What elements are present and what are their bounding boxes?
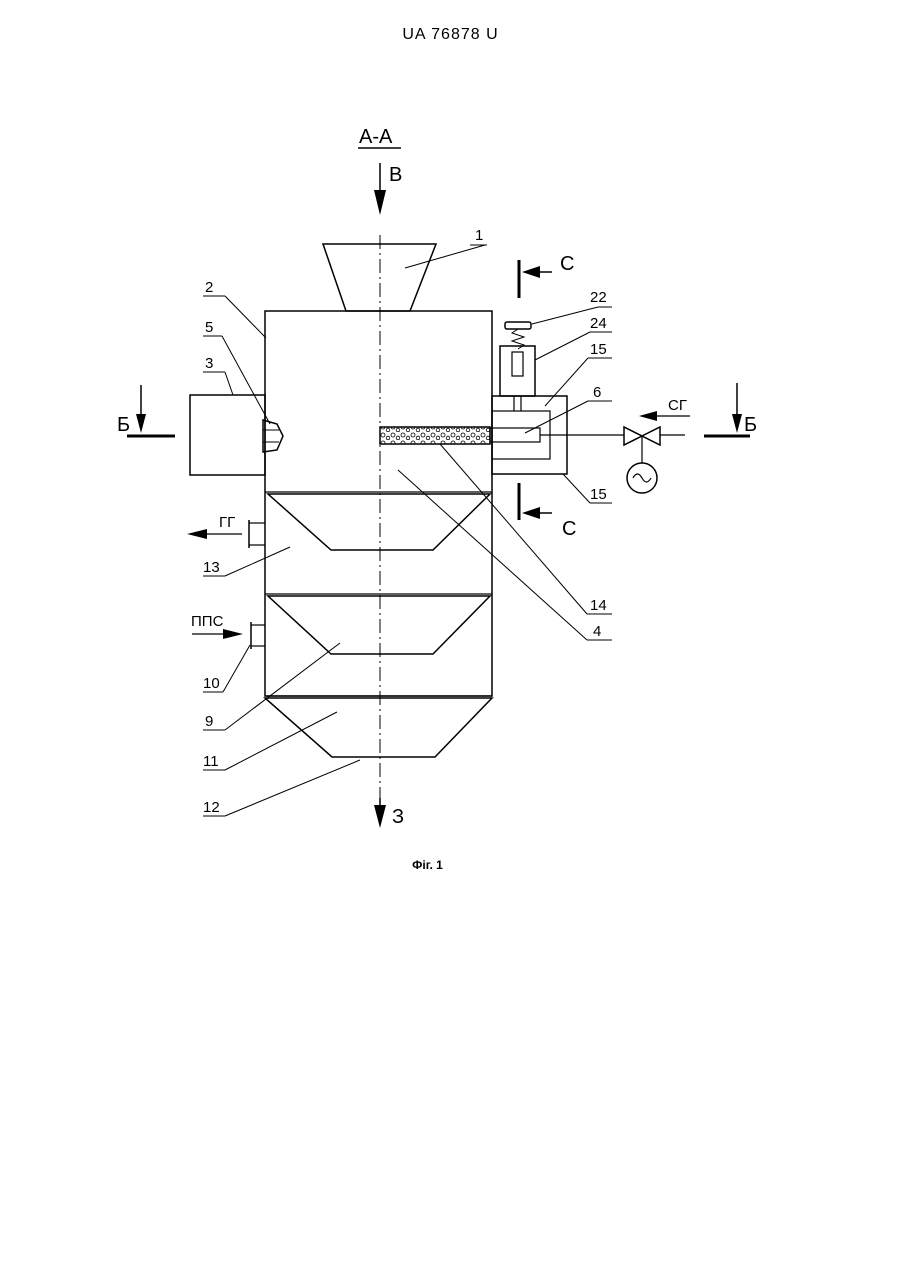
callout-3: 3 [205,355,213,372]
callout-13: 13 [203,559,220,576]
cone-chamber-9 [268,596,490,654]
inflow-arrow [374,163,386,215]
outflow-arrow [374,798,386,828]
callout-6: 6 [593,384,601,401]
gas-gg-label: ГГ [219,514,235,531]
callout-2: 2 [205,279,213,296]
callout-24: 24 [590,315,607,332]
section-c-bottom-label: С [562,518,576,540]
section-marker-c-bottom [519,483,552,520]
outflow-label: З [392,806,404,828]
section-b-left-label: Б [117,414,130,436]
callout-12: 12 [203,799,220,816]
section-marker-c-top [519,260,552,298]
gas-pps-label: ППС [191,613,224,630]
pellet-grate [380,427,490,444]
spring-housing [500,346,535,396]
callout-10: 10 [203,675,220,692]
gas-pps-arrow [192,629,243,639]
cone-chamber-13 [268,494,490,550]
section-title: А-А [359,126,393,148]
inflow-label: В [389,164,402,186]
callout-22: 22 [590,289,607,306]
pps-inlet-nozzle [251,622,265,649]
callout-15-bottom: 15 [590,486,607,503]
section-marker-b-left [127,385,175,436]
actuator-motor-icon [627,463,657,493]
adjust-cap [505,322,531,329]
gas-pipe [490,428,540,442]
figure-caption: Фіг. 1 [0,858,855,872]
gas-sg-label: СГ [668,397,687,414]
callout-9: 9 [205,713,213,730]
callout-1: 1 [475,227,483,244]
burner-nozzle [263,420,283,452]
gas-valve-icon [624,427,685,463]
callout-5: 5 [205,319,213,336]
section-c-top-label: С [560,253,574,275]
piston [512,352,523,376]
callout-4: 4 [593,623,601,640]
gg-outlet-nozzle [249,520,265,548]
reactor-body [265,311,492,696]
callout-14: 14 [590,597,607,614]
left-chamber [190,395,265,475]
callout-11: 11 [203,753,219,770]
bottom-cone [265,698,492,757]
section-b-right-label: Б [744,414,757,436]
callout-15-top: 15 [590,341,607,358]
